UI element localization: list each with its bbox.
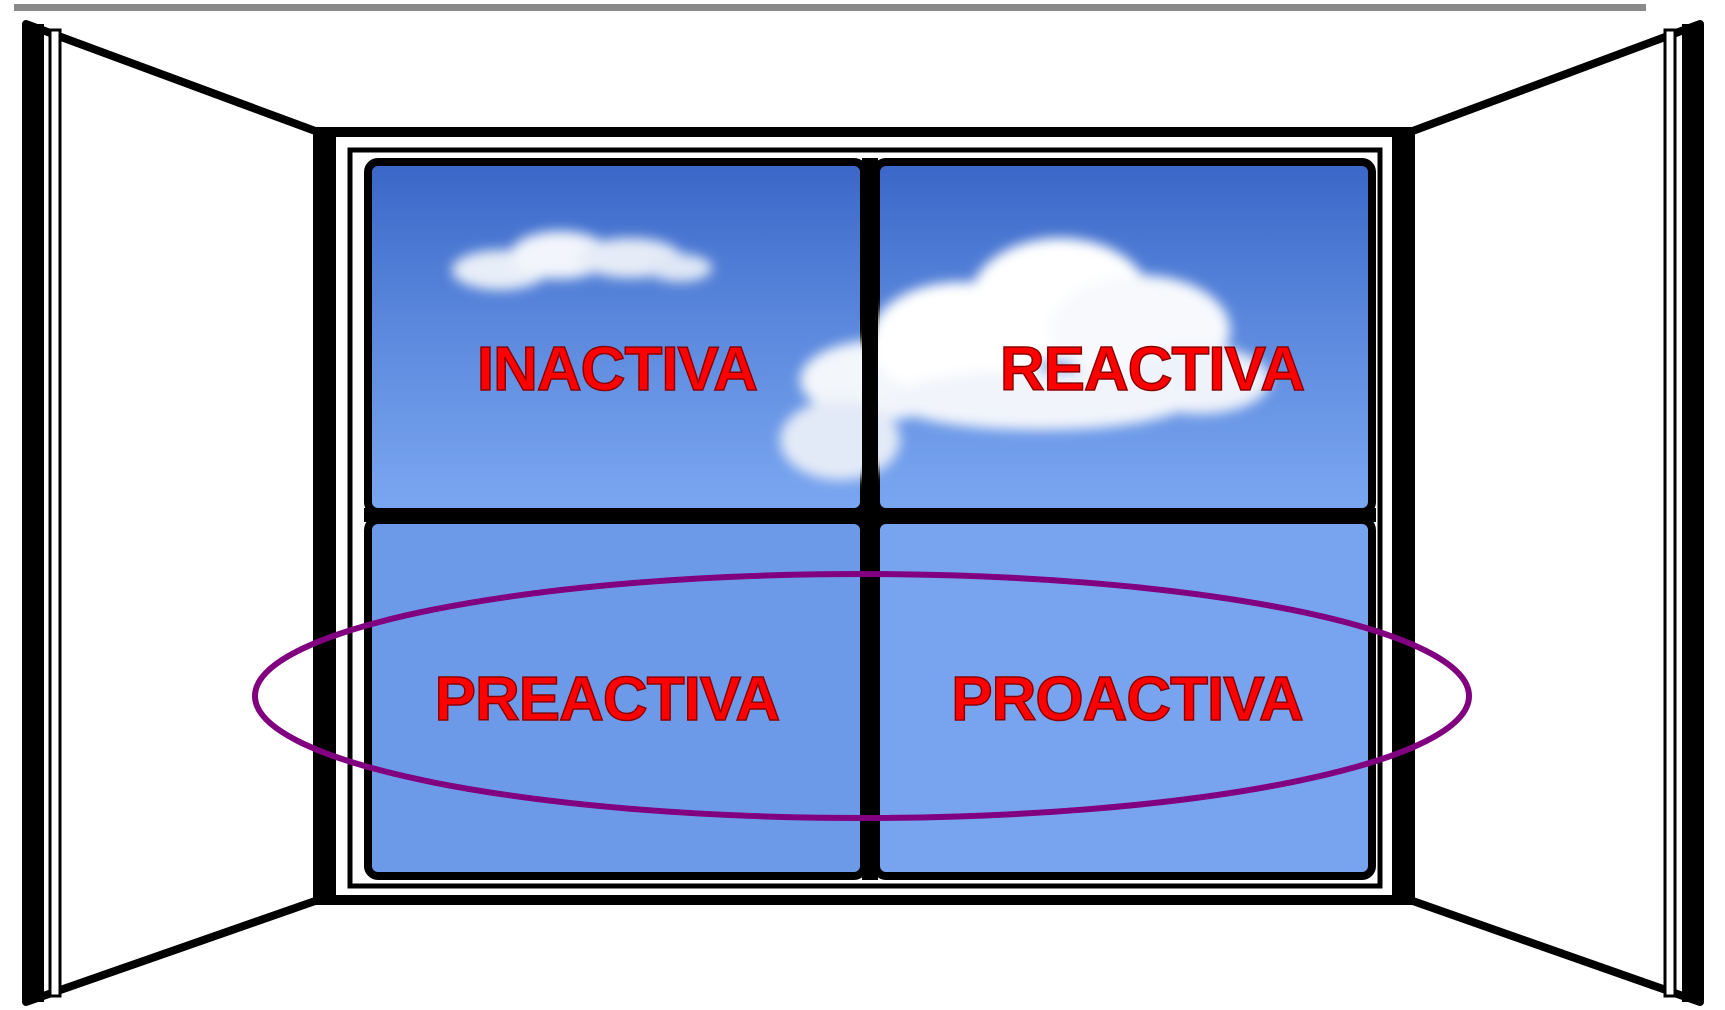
label-preactiva: PREACTIVA	[435, 665, 780, 734]
right-shutter	[1406, 20, 1704, 1006]
window-mullions	[364, 158, 1376, 880]
label-proactiva: PROACTIVA	[951, 665, 1303, 734]
cloud-icon	[452, 231, 1270, 480]
label-inactiva: INACTIVA	[477, 335, 757, 404]
highlight-ellipse	[252, 571, 1472, 821]
top-rule	[14, 4, 1646, 11]
left-shutter	[22, 20, 322, 1006]
label-reactiva: REACTIVA	[1000, 335, 1305, 404]
